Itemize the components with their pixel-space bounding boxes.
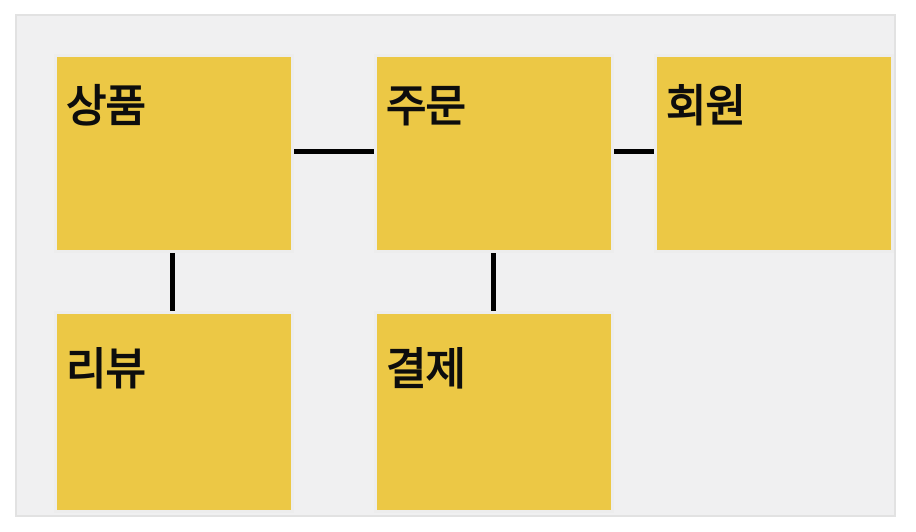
node-order-label: 주문	[386, 82, 466, 131]
node-payment-label: 결제	[386, 345, 466, 394]
node-payment[interactable]: 결제	[374, 311, 614, 513]
edge-product-review[interactable]	[170, 253, 175, 311]
node-product-label: 상품	[66, 82, 146, 131]
edge-order-member[interactable]	[614, 149, 654, 154]
node-member-label: 회원	[666, 82, 746, 131]
node-order[interactable]: 주문	[374, 54, 614, 253]
node-product[interactable]: 상품	[54, 54, 294, 253]
node-review[interactable]: 리뷰	[54, 311, 294, 513]
node-member[interactable]: 회원	[654, 54, 894, 253]
edge-order-payment[interactable]	[491, 253, 496, 311]
node-review-label: 리뷰	[66, 345, 146, 394]
diagram-canvas: 상품 주문 회원 리뷰 결제	[15, 14, 896, 517]
edge-product-order[interactable]	[294, 149, 374, 154]
